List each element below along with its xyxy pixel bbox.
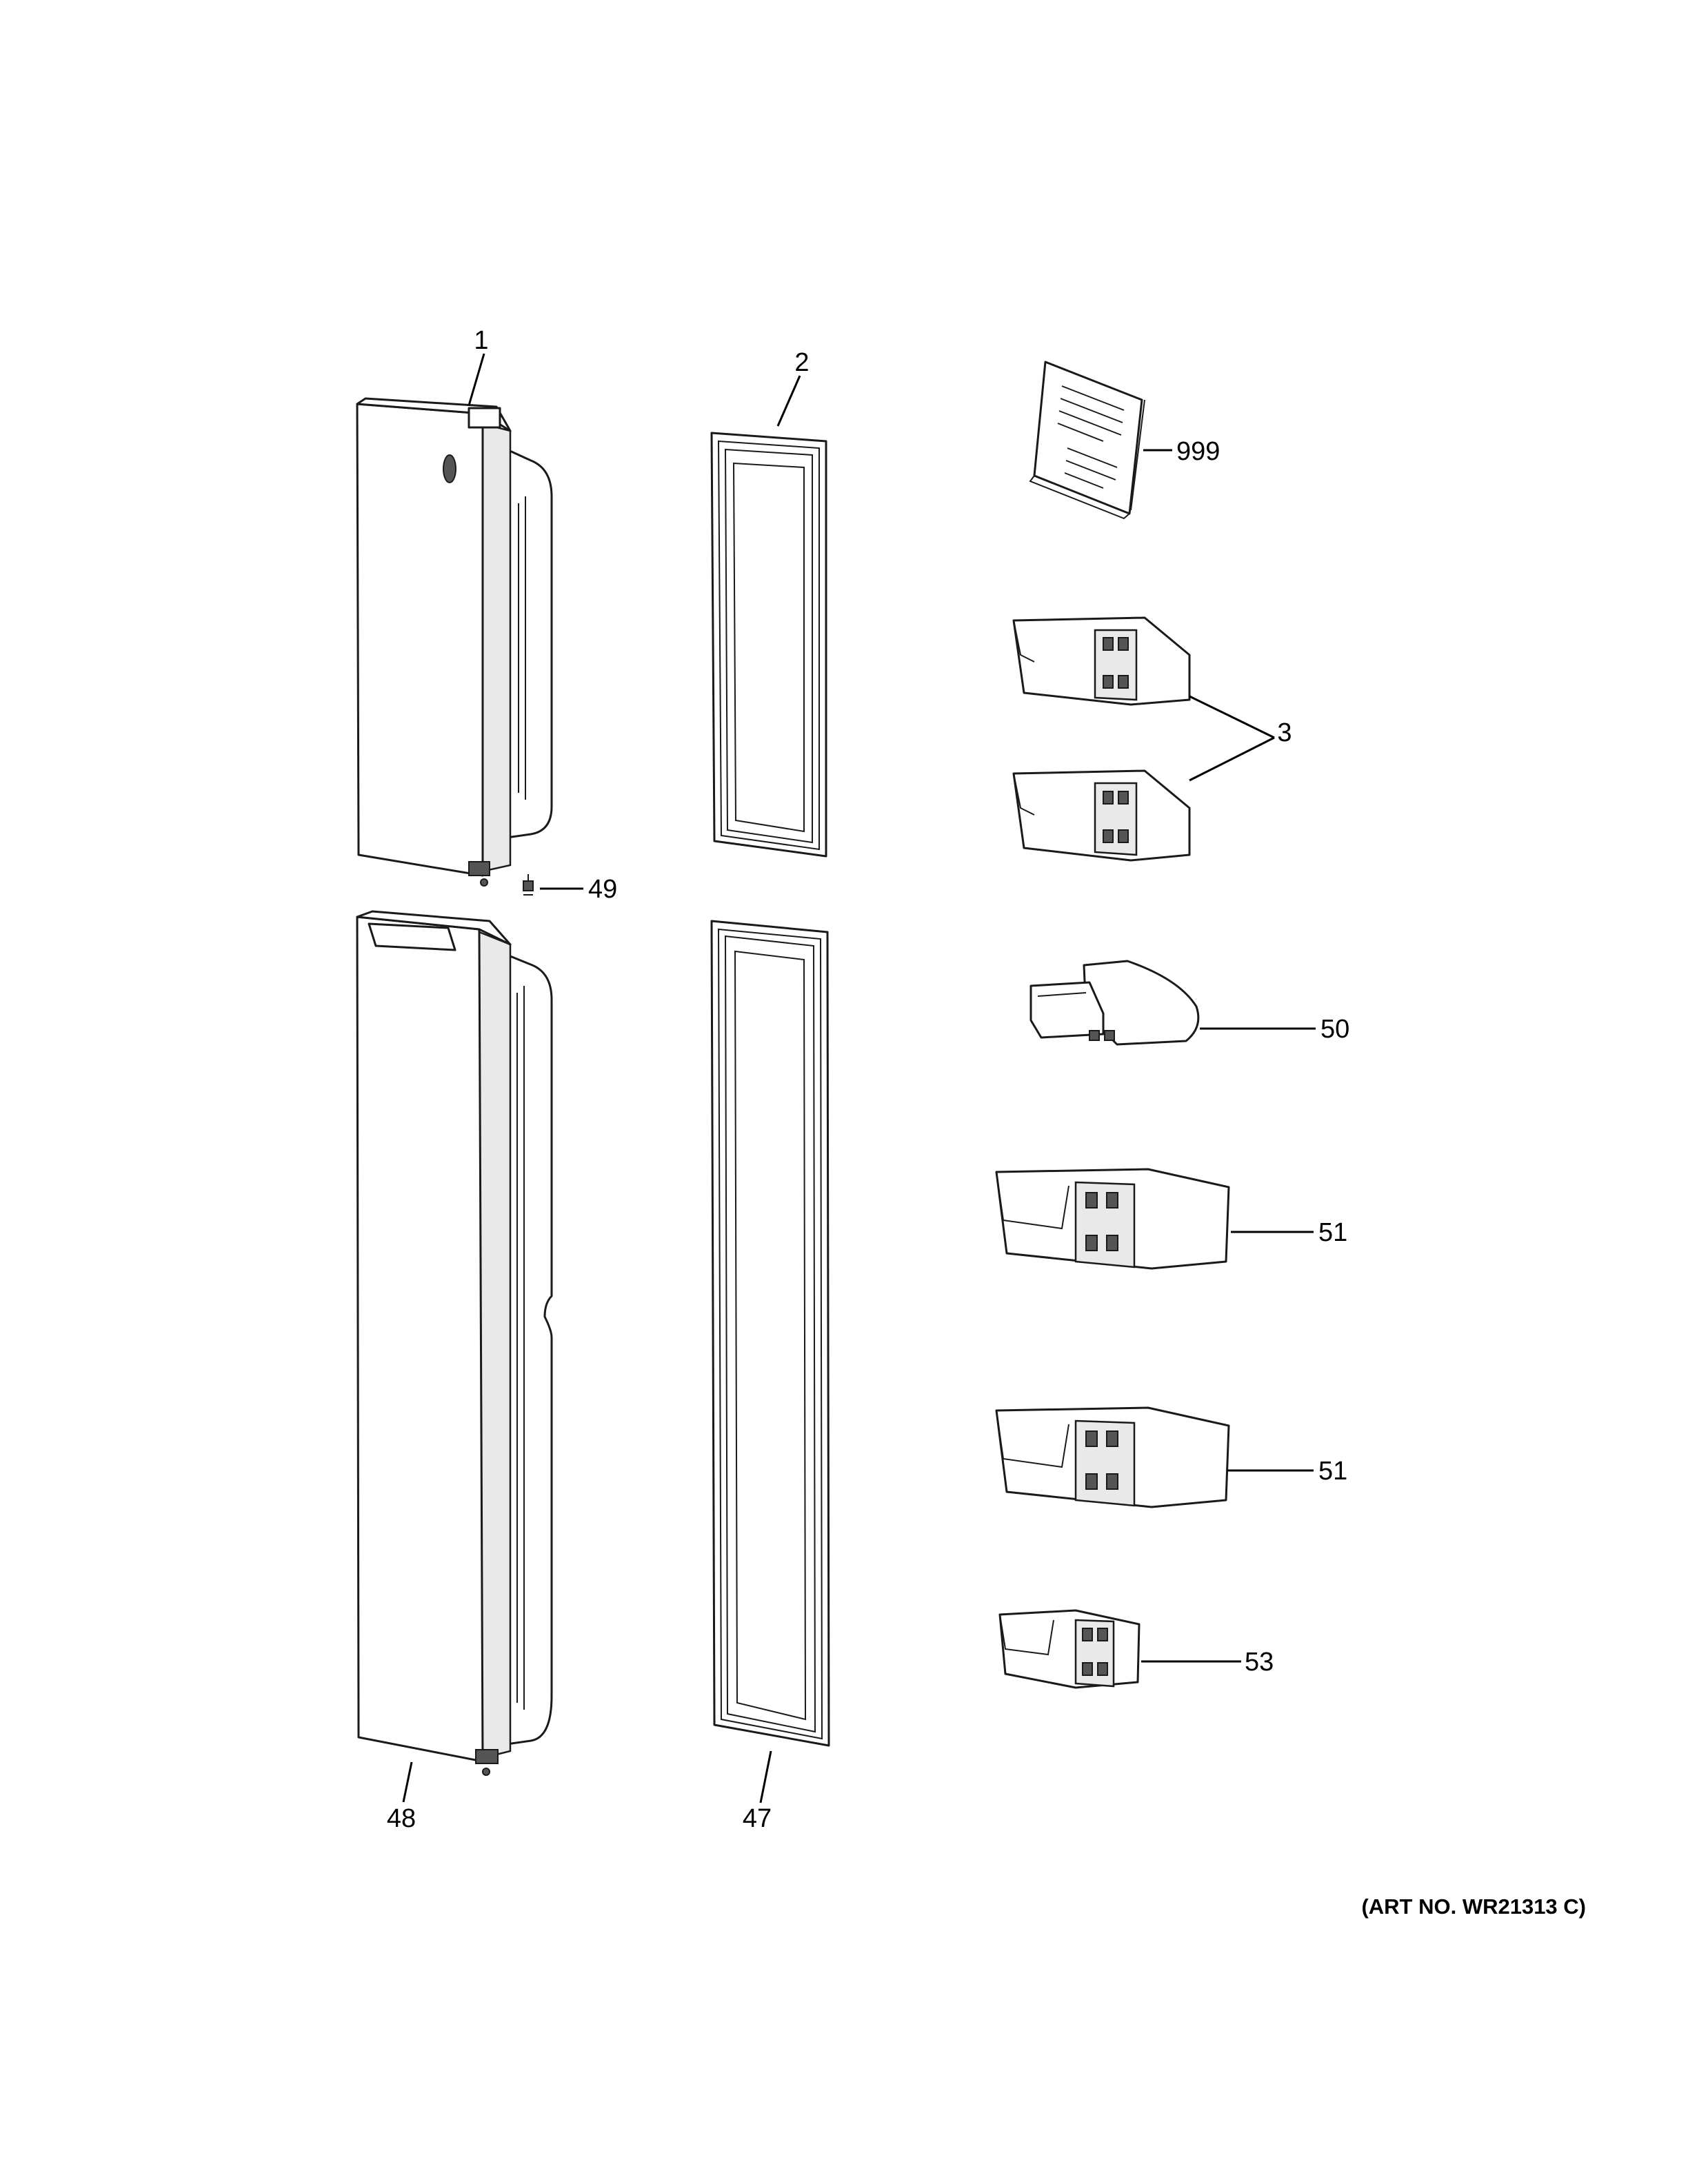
callout-53: 53	[1245, 1648, 1274, 1677]
large-bin-part-51-top[interactable]	[995, 1168, 1230, 1270]
callout-labels: 1 2 999 3 49 50 51 51 53 48 47	[387, 326, 1349, 1833]
callout-3: 3	[1277, 718, 1292, 747]
art-number: (ART NO. WR21313 C)	[1361, 1894, 1586, 1919]
upper-door-part-1[interactable]	[356, 397, 553, 887]
callout-1: 1	[474, 326, 488, 355]
door-bin-part-3-top[interactable]	[1012, 616, 1191, 706]
door-bin-part-3-bottom[interactable]	[1012, 769, 1191, 862]
callout-50: 50	[1320, 1015, 1349, 1044]
leader-lines	[402, 353, 1316, 1803]
large-bin-part-51-bottom[interactable]	[995, 1406, 1230, 1508]
short-bin-part-53[interactable]	[998, 1609, 1141, 1689]
callout-2: 2	[794, 348, 809, 377]
lower-gasket-part-47[interactable]	[710, 920, 830, 1747]
callout-48: 48	[387, 1804, 416, 1833]
small-bin-part-50[interactable]	[1029, 960, 1200, 1046]
callout-47: 47	[743, 1804, 772, 1833]
upper-gasket-part-2[interactable]	[710, 432, 827, 858]
callout-999: 999	[1176, 437, 1220, 466]
hinge-part-49[interactable]	[523, 874, 534, 896]
callout-49: 49	[588, 875, 617, 904]
lower-door-part-48[interactable]	[356, 910, 553, 1776]
callout-51-bottom: 51	[1318, 1457, 1347, 1486]
callout-51-top: 51	[1318, 1218, 1347, 1247]
manual-part-999[interactable]	[1029, 361, 1145, 520]
